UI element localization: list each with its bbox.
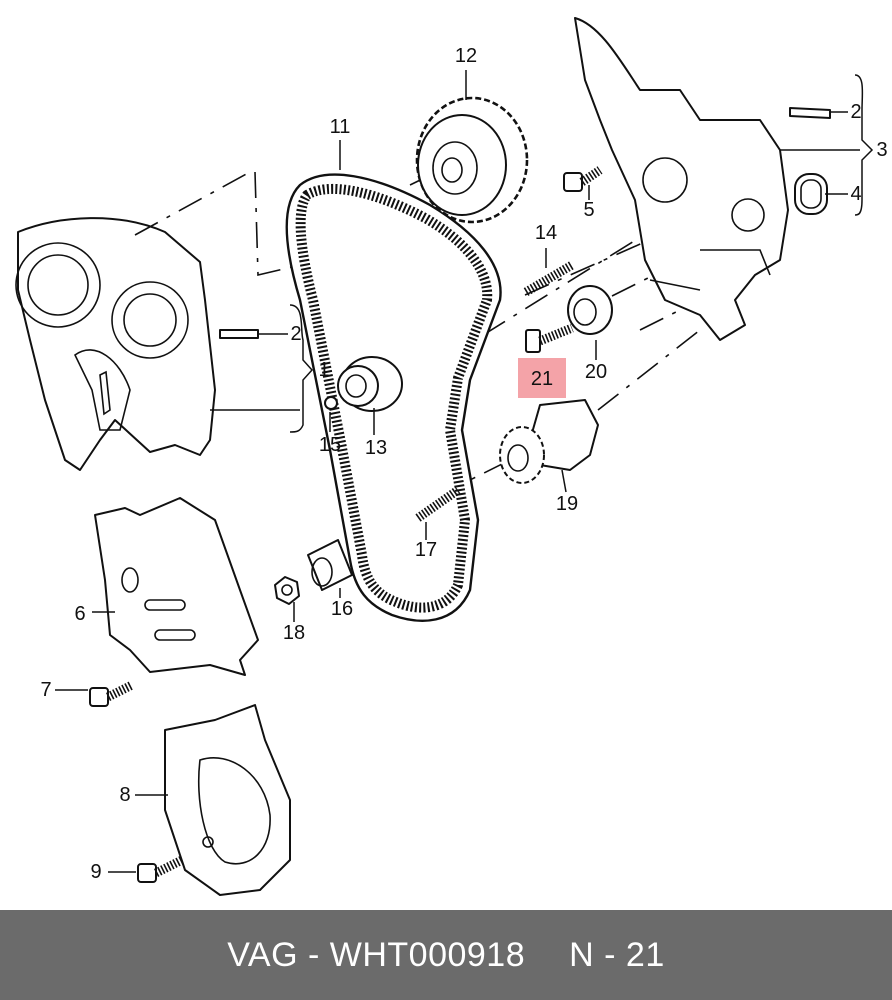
nut-18 — [274, 576, 300, 605]
callout-2: 2 — [850, 101, 861, 123]
callout-15: 15 — [319, 434, 341, 456]
callout-7: 7 — [40, 679, 51, 701]
upper-timing-cover — [15, 217, 216, 471]
lower-timing-cover — [164, 704, 291, 896]
middle-timing-cover — [94, 497, 259, 676]
callout-14: 14 — [535, 222, 557, 244]
stud-bolt-14 — [523, 261, 575, 296]
parts-diagram: 1 2 2 3 4 5 6 7 8 9 11 12 13 14 15 16 17… — [15, 17, 888, 896]
leader-lines — [55, 70, 874, 873]
part-number: VAG - WHT000918 — [227, 935, 526, 974]
callout-1: 1 — [318, 359, 329, 381]
callout-21: 21 — [531, 368, 553, 390]
bolt-9 — [137, 855, 185, 883]
callout-18: 18 — [283, 622, 305, 644]
callout-6: 6 — [74, 603, 85, 625]
rear-timing-cover — [574, 17, 789, 341]
callout-8: 8 — [119, 784, 130, 806]
clip-2-right — [789, 107, 831, 119]
bolt-5 — [563, 166, 603, 192]
callout-17: 17 — [415, 539, 437, 561]
bolt-21 — [525, 323, 574, 353]
highlight-box — [518, 358, 566, 398]
position-number: N - 21 — [569, 935, 665, 974]
callout-4: 4 — [850, 183, 861, 205]
clip-2-left — [219, 329, 259, 339]
coolant-pump — [499, 399, 599, 484]
camshaft-sprocket — [415, 96, 529, 224]
callout-9: 9 — [90, 861, 101, 883]
callouts: 1 2 2 3 4 5 6 7 8 9 11 12 13 14 15 16 17… — [40, 45, 887, 883]
callout-2: 2 — [290, 323, 301, 345]
callout-5: 5 — [583, 199, 594, 221]
stud-bolt-17 — [415, 486, 461, 522]
bolt-7 — [89, 680, 135, 707]
tensioner-pulley — [324, 356, 403, 412]
callout-19: 19 — [556, 493, 578, 515]
idler-roller — [567, 285, 613, 335]
gasket-4 — [794, 173, 828, 215]
footer-bar: VAG - WHT000918 N - 21 — [0, 910, 892, 1000]
callout-20: 20 — [585, 361, 607, 383]
callout-16: 16 — [331, 598, 353, 620]
callout-13: 13 — [365, 437, 387, 459]
callout-12: 12 — [455, 45, 477, 67]
callout-3: 3 — [876, 139, 887, 161]
sleeve-16 — [307, 539, 353, 591]
callout-11: 11 — [330, 116, 351, 138]
